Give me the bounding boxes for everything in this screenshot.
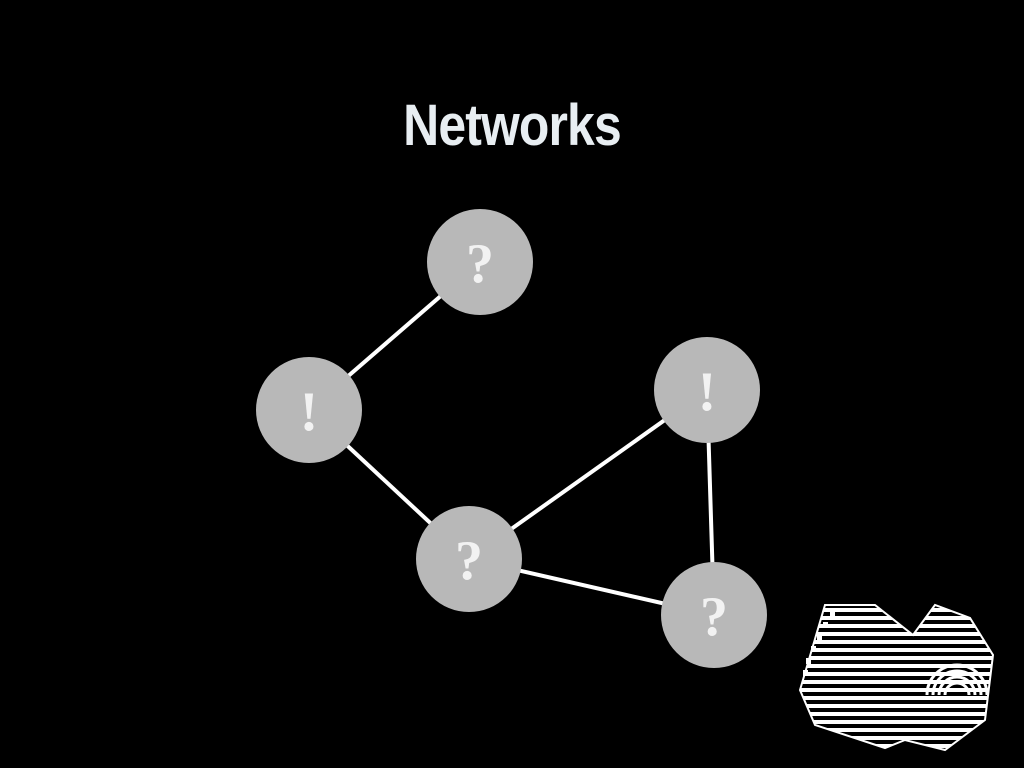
node-circle: [661, 562, 767, 668]
node-symbol: ?: [455, 530, 483, 592]
node-symbol: !: [698, 361, 717, 423]
film-strip-logo-icon: [798, 603, 995, 752]
node-circle: [416, 506, 522, 612]
node-right: !: [654, 337, 760, 443]
node-symbol: ?: [466, 233, 494, 295]
node-circle: [654, 337, 760, 443]
node-center: ?: [416, 506, 522, 612]
nodes-layer: ?!!??: [256, 209, 767, 668]
node-symbol: ?: [700, 586, 728, 648]
node-left: !: [256, 357, 362, 463]
slide-title: Networks: [403, 93, 622, 158]
node-symbol: !: [300, 381, 319, 443]
node-circle: [256, 357, 362, 463]
node-circle: [427, 209, 533, 315]
node-bottom-right: ?: [661, 562, 767, 668]
node-top: ?: [427, 209, 533, 315]
